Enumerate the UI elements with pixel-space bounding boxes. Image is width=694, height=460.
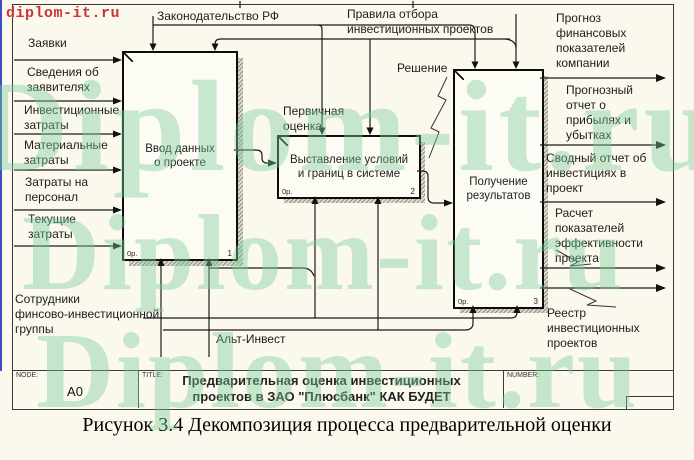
control-rules-merge	[504, 38, 517, 49]
activity-box-2: Выставление условий и границ в системе 0…	[277, 135, 421, 199]
input-label-5: Затраты на персонал	[25, 175, 88, 204]
number-inner-box	[626, 396, 673, 409]
squiggle-output5	[569, 288, 617, 308]
titlebar-divider-number	[503, 370, 504, 408]
box1-cost: 0р.	[127, 249, 138, 258]
titlebar-top-border	[12, 370, 673, 371]
control-rules-branch1	[214, 38, 510, 45]
flow-primary-score	[234, 149, 268, 164]
box3-label: Получение результатов	[466, 176, 531, 202]
left-blue-rule	[0, 0, 2, 371]
title-label: TITLE:	[142, 372, 164, 379]
output-label-2: Прогнозный отчет о прибылях и убытках	[566, 83, 633, 142]
output-label-4: Расчет показателей эффективности проекта	[555, 206, 644, 265]
node-value: A0	[67, 384, 83, 399]
flow-label-decision: Решение	[397, 61, 448, 75]
flow-decision	[417, 170, 444, 204]
box1-shadow-bottom	[129, 257, 243, 266]
mechanism-label-altinvest: Альт-Инвест	[216, 332, 286, 346]
box2-shadow-right	[417, 142, 425, 202]
box3-cost: 0р.	[458, 297, 469, 306]
box2-cost: 0р.	[282, 187, 293, 196]
box2-shadow-bottom	[284, 195, 425, 203]
box3-shadow-right	[540, 76, 548, 312]
box1-shadow-right	[234, 58, 243, 264]
box-corner-fold-icon	[124, 53, 133, 62]
control-label-rules: Правила отбора инвестиционных проектов	[347, 7, 494, 36]
control-label-legislation: Законодательство РФ	[157, 9, 280, 23]
mech-trunk-staff	[143, 311, 518, 319]
figure-caption: Рисунок 3.4 Декомпозиция процесса предва…	[82, 414, 612, 436]
input-label-1: Заявки	[28, 36, 67, 50]
activity-box-1: Ввод данных о проекте 0р. 1	[122, 51, 238, 261]
box3-number: 3	[533, 297, 538, 306]
input-label-4: Материальные затраты	[24, 138, 108, 167]
node-label: NODE:	[16, 372, 39, 379]
input-label-6: Текущие затраты	[28, 212, 76, 241]
output-label-5: Реестр инвестиционных проектов	[547, 306, 640, 350]
box1-label: Ввод данных о проекте	[145, 143, 215, 169]
input-label-3: Инвестиционные затраты	[24, 103, 120, 132]
output-label-3: Сводный отчет об инвестициях в проект	[546, 151, 647, 195]
squiggle-decision	[428, 76, 448, 159]
mech-trunk-altinvest	[163, 311, 474, 331]
titlebar-divider-node	[138, 370, 139, 408]
squiggle-output4	[555, 249, 592, 267]
box-corner-fold-icon	[455, 71, 464, 80]
flow-label-primary: Первичная оценка	[283, 104, 345, 133]
number-label: NUMBER:	[507, 372, 540, 379]
mech-merge-curve	[209, 267, 315, 277]
activity-box-3: Получение результатов 0р. 3	[453, 69, 544, 309]
control-legislation-branch2	[317, 24, 323, 128]
box1-number: 1	[227, 249, 232, 258]
box2-number: 2	[410, 187, 415, 196]
box3-shadow-bottom	[460, 305, 548, 313]
control-legislation-branch	[153, 24, 476, 62]
box-corner-fold-icon	[279, 137, 288, 146]
mechanism-label-staff: Сотрудники финсово-инвестиционной группы	[15, 292, 160, 336]
diagram-frame	[12, 4, 674, 410]
input-label-2: Сведения об заявителях	[27, 65, 99, 94]
title-value: Предварительная оценка инвестиционных пр…	[182, 373, 461, 404]
box2-label: Выставление условий и границ в системе	[289, 154, 409, 180]
output-label-1: Прогноз финансовых показателей компании	[556, 11, 627, 70]
